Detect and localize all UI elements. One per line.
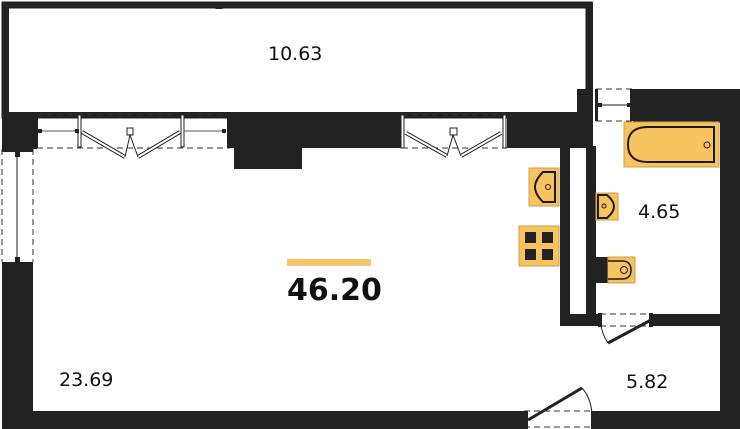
living-room-area-label: 23.69: [59, 369, 114, 391]
total-area-accent-bar: [287, 259, 371, 266]
window-left-top: [35, 114, 231, 159]
kitchen-sink-icon: [528, 167, 560, 207]
stove-icon: [518, 225, 560, 267]
balcony-area-label: 10.63: [268, 43, 323, 65]
bathroom-sink-icon: [595, 192, 619, 221]
bathtub-icon: [623, 121, 720, 168]
toilet-icon: [594, 256, 636, 284]
total-area-label: 46.20: [287, 273, 382, 308]
hallway-area-label: 5.82: [626, 371, 669, 393]
window-bathroom: [595, 88, 633, 122]
bathroom-door[interactable]: [598, 313, 653, 345]
window-middle-top: [400, 114, 507, 158]
entrance-door[interactable]: [524, 386, 595, 429]
bathroom-area-label: 4.65: [638, 201, 681, 223]
window-left-side: [1, 149, 34, 262]
